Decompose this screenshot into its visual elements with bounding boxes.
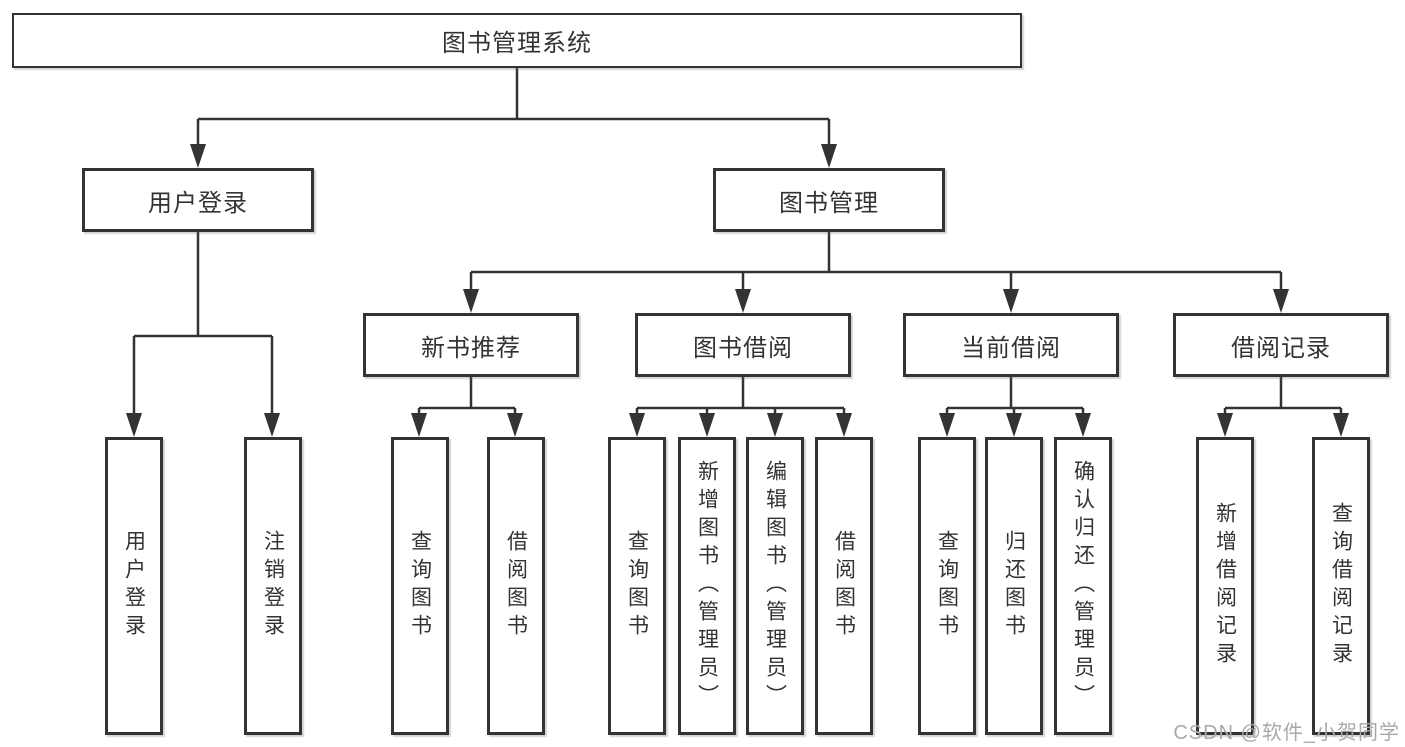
leaf-label: 查询图书 [935,530,959,642]
node-label: 图书管理 [779,189,879,217]
leaf-add-borrow-record: 新增借阅记录 [1196,437,1254,735]
node-borrow-records: 借阅记录 [1173,313,1389,377]
leaf-label: 归还图书 [1002,530,1026,642]
leaf-query-books-2: 查询图书 [608,437,666,735]
leaf-logout: 注销登录 [244,437,302,735]
leaf-query-books-3: 查询图书 [918,437,976,735]
node-label: 图书管理系统 [442,30,592,57]
leaf-return-books: 归还图书 [985,437,1043,735]
leaf-label: 查询图书 [408,530,432,642]
node-label: 图书借阅 [693,334,793,362]
node-book-borrow: 图书借阅 [635,313,851,377]
node-label: 借阅记录 [1231,334,1331,362]
leaf-edit-books-admin: 编辑图书（管理员） [746,437,804,735]
leaf-borrow-books-2: 借阅图书 [815,437,873,735]
leaf-label: 确认归还（管理员） [1071,460,1095,712]
node-user-login: 用户登录 [82,168,314,232]
leaf-label: 用户登录 [122,530,146,642]
leaf-label: 查询借阅记录 [1329,502,1353,670]
leaf-borrow-books-1: 借阅图书 [487,437,545,735]
leaf-label: 借阅图书 [504,530,528,642]
leaf-confirm-return-admin: 确认归还（管理员） [1054,437,1112,735]
leaf-label: 编辑图书（管理员） [763,460,787,712]
leaf-label: 查询图书 [625,530,649,642]
leaf-label: 借阅图书 [832,530,856,642]
connector-lines [132,68,1343,414]
node-new-book-recommend: 新书推荐 [363,313,579,377]
leaf-query-books-1: 查询图书 [391,437,449,735]
csdn-watermark: CSDN @软件_小贺同学 [1173,722,1400,744]
node-label: 用户登录 [148,189,248,217]
leaf-user-login: 用户登录 [105,437,163,735]
node-library-management-system: 图书管理系统 [12,13,1022,68]
leaf-label: 新增图书（管理员） [695,460,719,712]
leaf-add-books-admin: 新增图书（管理员） [678,437,736,735]
node-label: 当前借阅 [961,334,1061,362]
node-label: 新书推荐 [421,334,521,362]
arrowhead-icons [126,144,1349,437]
node-current-borrow: 当前借阅 [903,313,1119,377]
leaf-label: 新增借阅记录 [1213,502,1237,670]
node-book-management: 图书管理 [713,168,945,232]
leaf-label: 注销登录 [261,530,285,642]
leaf-query-borrow-record: 查询借阅记录 [1312,437,1370,735]
